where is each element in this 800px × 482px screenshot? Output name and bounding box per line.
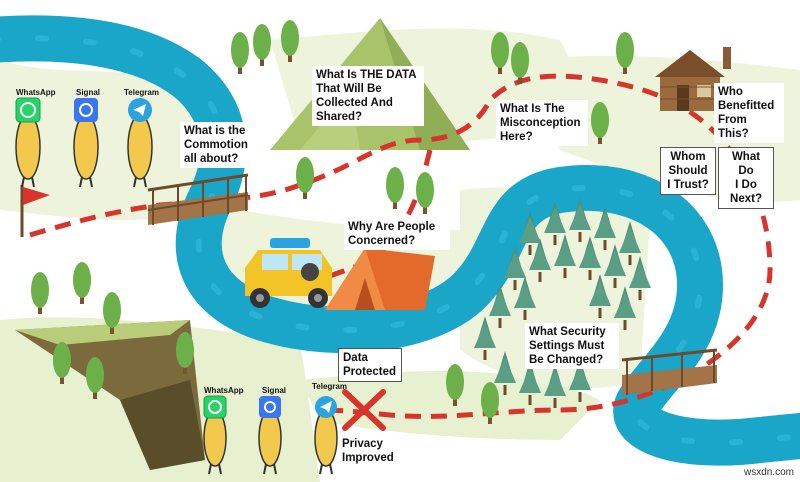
whatsapp-icon bbox=[203, 395, 227, 419]
app-label-telegram: Telegram bbox=[124, 88, 159, 97]
signal-icon bbox=[74, 98, 98, 122]
tent-icon bbox=[325, 248, 435, 310]
label-what-next: What Do I Do Next? bbox=[718, 147, 774, 209]
whatsapp-icon bbox=[15, 97, 41, 123]
label-privacy-improved: Privacy Improved bbox=[338, 435, 406, 467]
label-who-benefitted: Who Benefitted From This? bbox=[714, 83, 784, 143]
telegram-icon bbox=[315, 396, 337, 418]
label-whom-trust: Whom Should I Trust? bbox=[660, 147, 716, 195]
label-the-data: What Is THE DATA That Will Be Collected … bbox=[312, 66, 424, 126]
characters-bottom bbox=[203, 409, 338, 475]
signal-icon bbox=[259, 396, 281, 418]
dashed-route bbox=[29, 73, 773, 419]
watermark: wsxdn.com bbox=[743, 467, 794, 478]
label-commotion: What is the Commotion all about? bbox=[180, 122, 264, 168]
cabin-icon bbox=[655, 47, 731, 111]
label-concerned: Why Are People Concerned? bbox=[344, 218, 450, 250]
bridge-icon bbox=[147, 173, 249, 225]
car-icon bbox=[245, 238, 332, 308]
app-label-whatsapp: WhatsApp bbox=[16, 88, 56, 97]
bridge-icon bbox=[621, 348, 718, 395]
red-flag-icon bbox=[20, 185, 50, 237]
telegram-icon bbox=[128, 98, 152, 122]
app-label-signal: Signal bbox=[76, 88, 101, 97]
label-data-protected: Data Protected bbox=[338, 348, 402, 382]
label-security-settings: What Security Settings Must Be Changed? bbox=[525, 323, 619, 369]
app-label-whatsapp: WhatsApp bbox=[204, 386, 244, 395]
red-x-icon bbox=[342, 389, 386, 431]
label-misconception: What Is The Misconception Here? bbox=[496, 100, 588, 146]
app-label-telegram: Telegram bbox=[312, 382, 347, 391]
app-label-signal: Signal bbox=[262, 386, 287, 395]
